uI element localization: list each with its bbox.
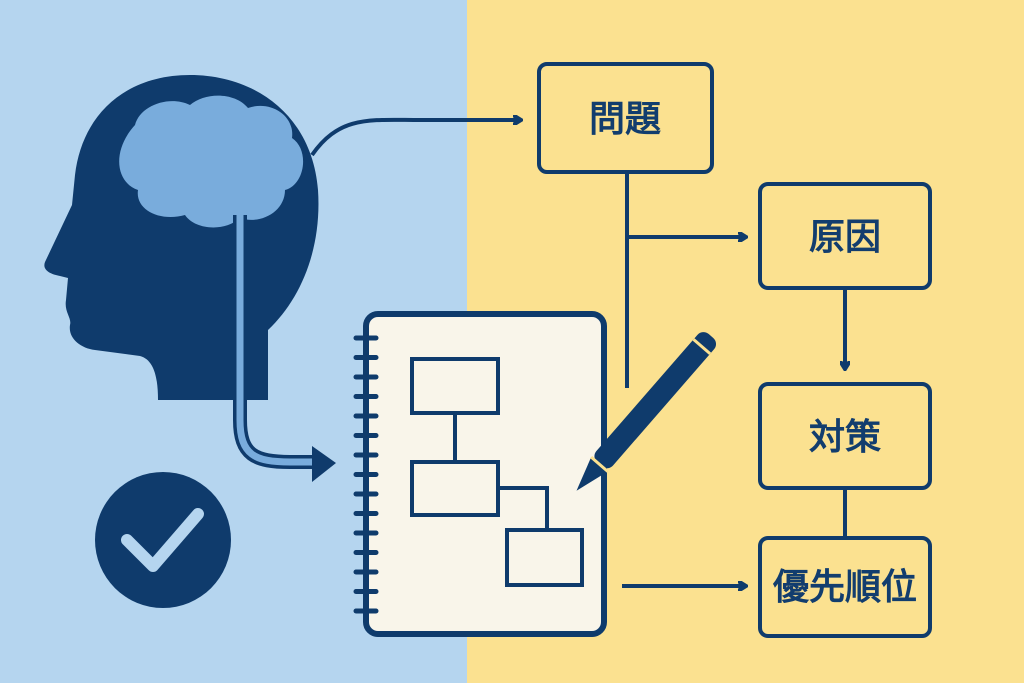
notepad-icon	[353, 311, 607, 637]
label-problem: 問題	[589, 99, 661, 140]
brain-icon	[119, 95, 304, 228]
check-circle	[95, 472, 231, 608]
head-to-problem-arrow	[310, 120, 520, 157]
stem-arrowhead	[312, 446, 336, 482]
box-priority: 優先順位	[758, 536, 932, 638]
pencil-icon	[576, 332, 717, 491]
label-priority: 優先順位	[772, 567, 917, 608]
label-cause: 原因	[809, 217, 881, 258]
box-cause: 原因	[758, 182, 932, 290]
check-icon	[121, 508, 204, 572]
label-countermeasure: 対策	[809, 417, 881, 458]
